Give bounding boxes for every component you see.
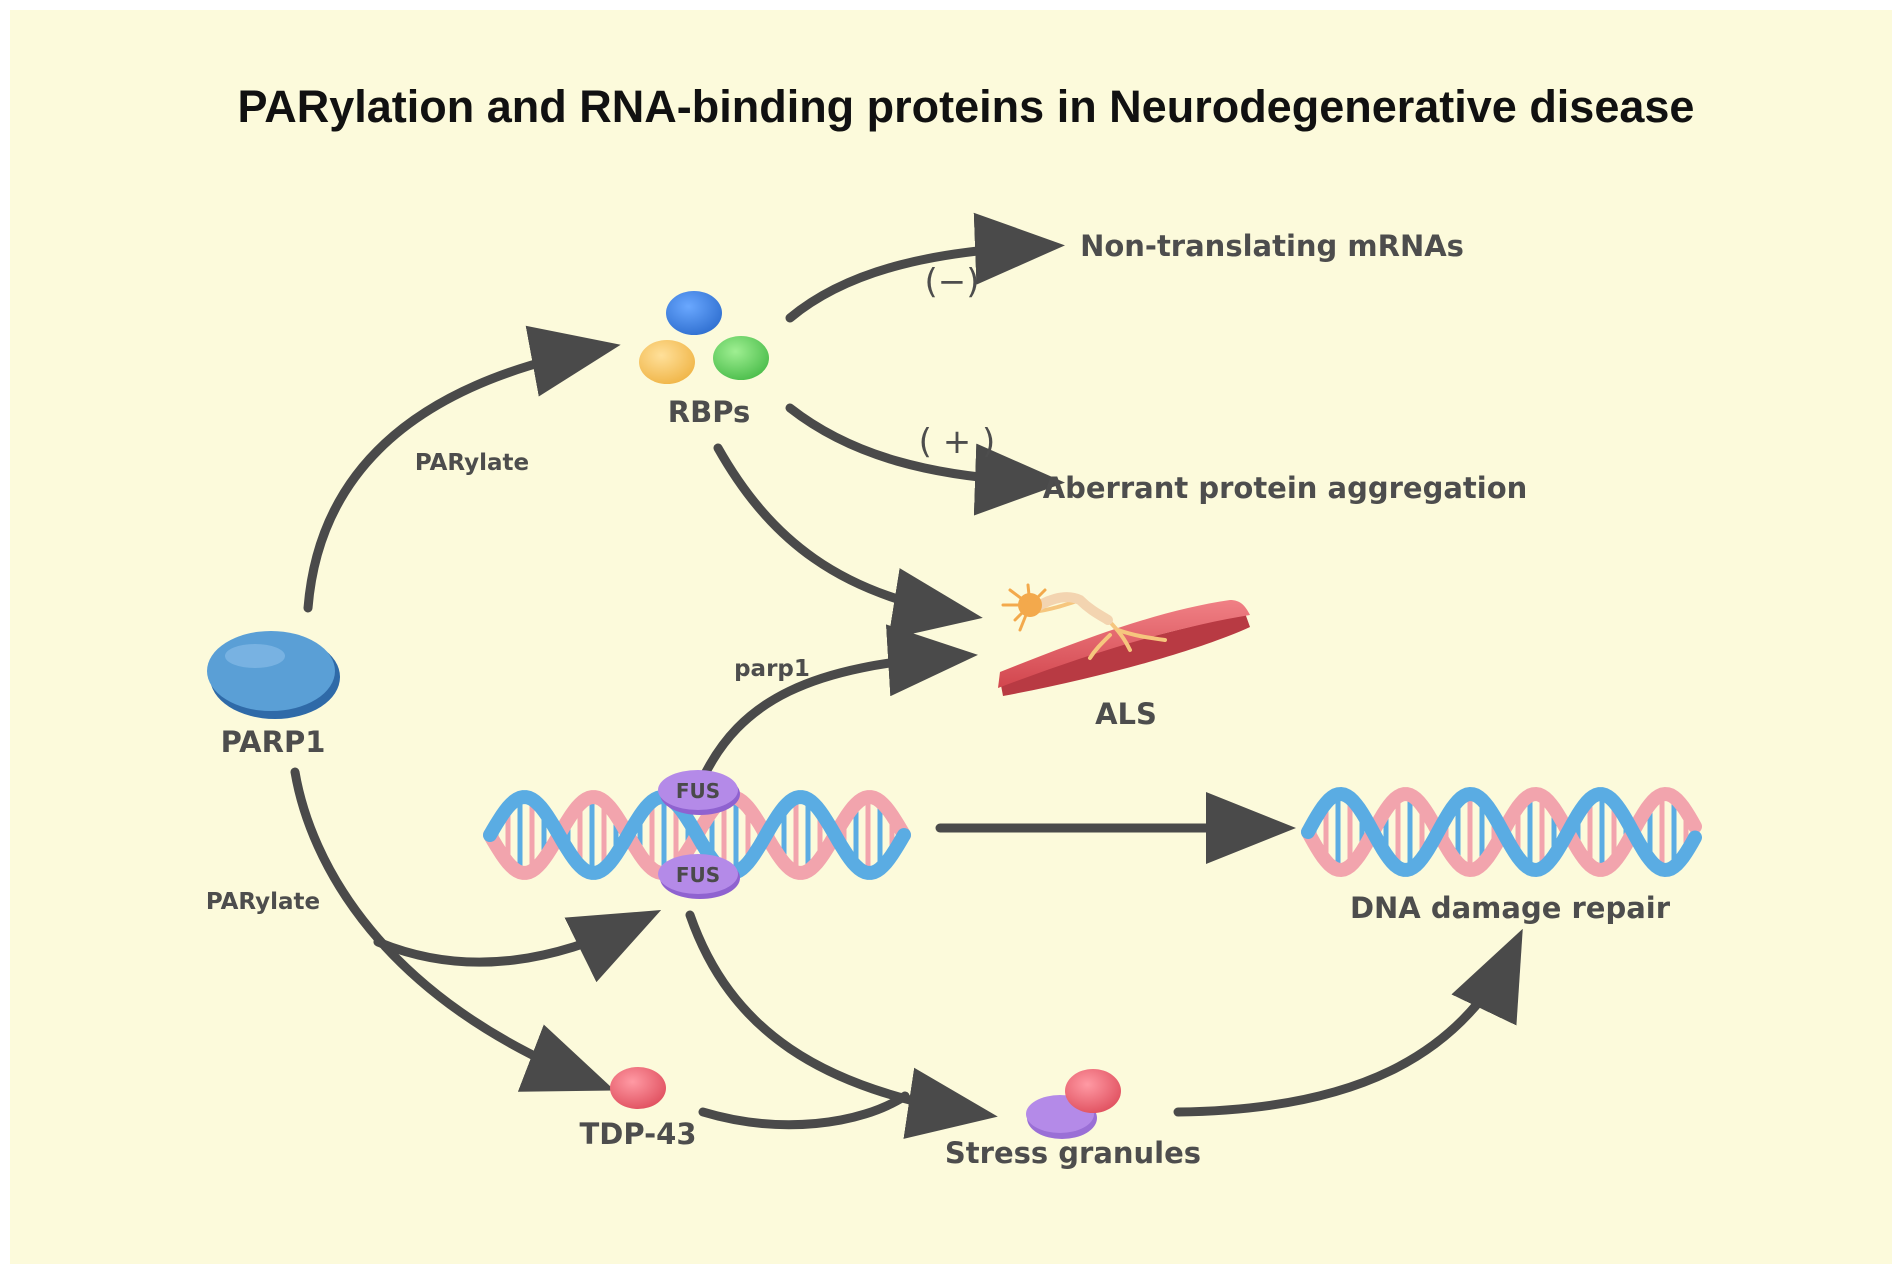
dna-helix-icon [483,790,911,880]
rbp-spheres-icon [639,291,769,384]
arrow-rbps-to-nontranslating [785,212,1065,323]
dna-strand-blue [483,790,911,880]
als-label: ALS [1095,697,1157,731]
parylate-bottom-label: PARylate [206,889,320,915]
fus-top-oval: FUS [658,770,740,815]
aggregation-label: Aberrant protein aggregation [1043,471,1528,505]
plus-sign-label: ( + ) [919,422,996,462]
parp1-lower-edge-label: parp1 [734,656,810,682]
dna-repair-helix-icon [1301,786,1702,878]
stress-granule-spheres-icon [1026,1069,1121,1139]
stress-granules-label: Stress granules [945,1136,1201,1170]
diagram-title: PARylation and RNA-binding proteins in N… [238,81,1695,132]
fus-bottom-oval: FUS [658,854,740,899]
fus-top-label: FUS [676,779,720,803]
rbps-label: RBPs [668,395,750,429]
neuron-muscle-icon [998,583,1250,696]
tdp43-label: TDP-43 [580,1117,697,1151]
arrow-fus-to-stress-granules [685,910,998,1139]
arrow-tdp43-to-stress-granules [698,1091,910,1130]
non-translating-label: Non-translating mRNAs [1080,229,1464,263]
arrows-group [290,212,1523,1139]
arrow-fus-to-als [697,624,978,785]
arrow-parp1-to-fus [373,910,662,983]
tdp43-sphere-icon [610,1067,666,1109]
parp1-ellipse-icon [207,631,340,719]
parp1-label: PARP1 [221,725,326,759]
arrow-parp1-to-tdp43 [290,767,615,1092]
arrow-parp1-to-rbps [303,325,621,613]
dna-strand-blue [1301,786,1702,878]
dna-repair-label: DNA damage repair [1350,891,1671,925]
arrow-rbps-to-als [713,443,983,640]
arrow-rbps-to-aggregation [785,403,1065,516]
minus-sign-label: (−) [924,262,979,302]
parylate-top-label: PARylate [415,450,529,476]
fus-bottom-label: FUS [676,863,720,887]
arrow-stress-granules-to-repair [1173,928,1523,1117]
